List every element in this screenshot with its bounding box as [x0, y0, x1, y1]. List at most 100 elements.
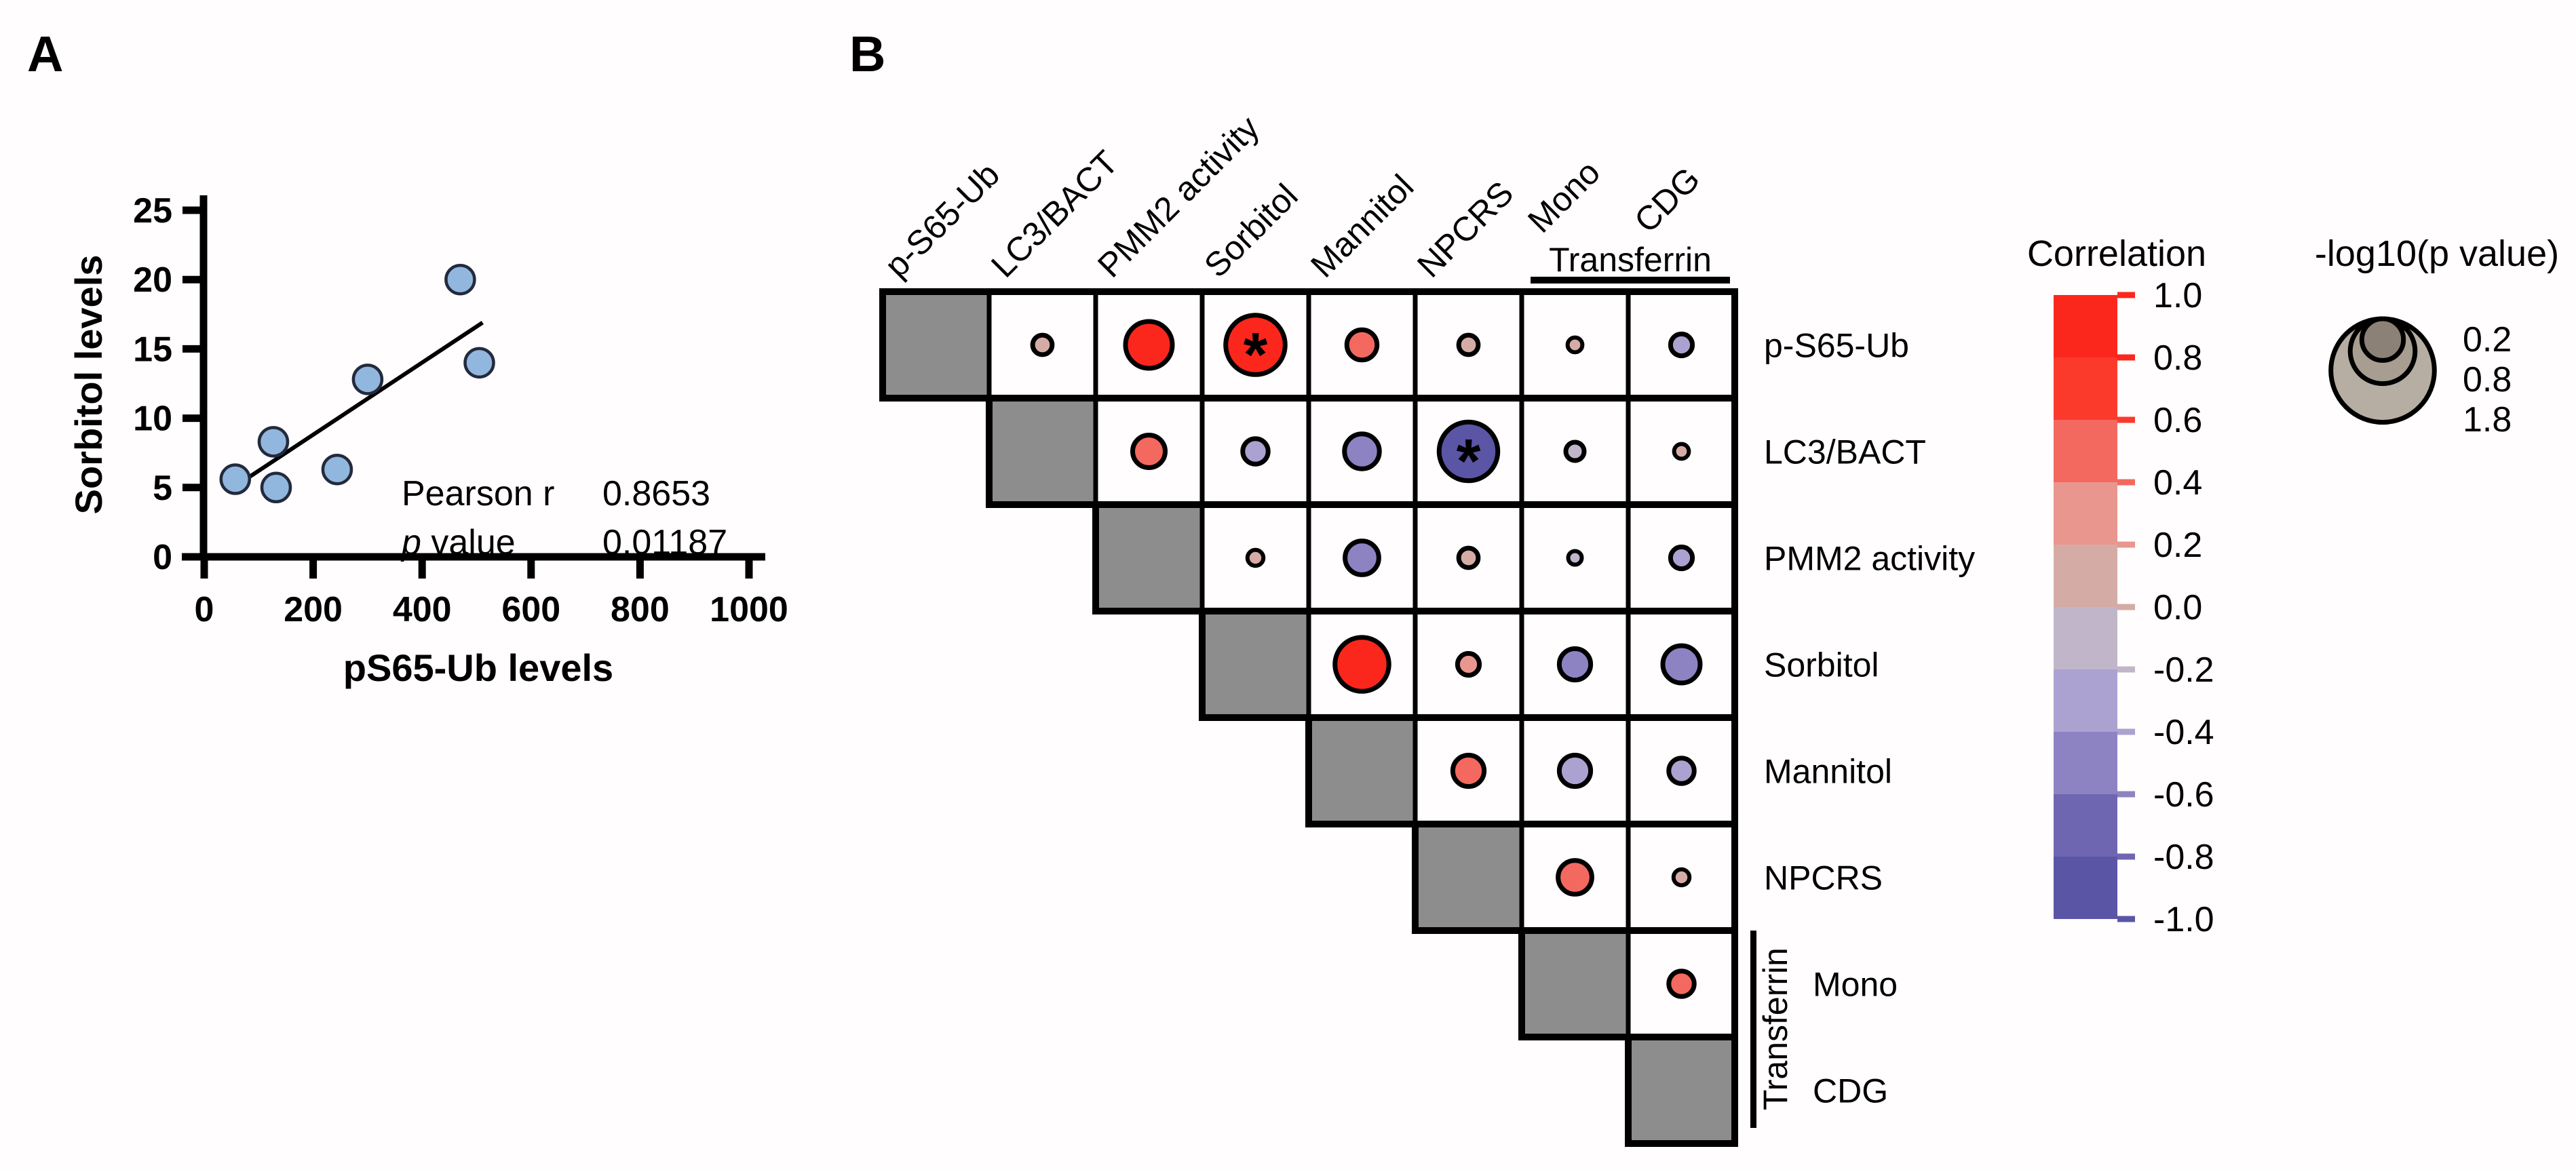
correlation-circle — [1666, 969, 1697, 999]
colorbar-segment — [2054, 295, 2117, 357]
colorbar-tick — [2117, 728, 2135, 735]
x-tick-label: 200 — [284, 590, 343, 629]
column-header-5: Mannitol — [1303, 168, 1421, 285]
y-tick-label: 15 — [133, 330, 172, 369]
matrix-diagonal-cell — [1626, 1034, 1737, 1146]
correlation-circle — [1240, 436, 1271, 467]
row-label-6: NPCRS — [1764, 859, 1883, 897]
colorbar-segment — [2054, 545, 2117, 607]
correlation-circle — [1030, 332, 1055, 357]
correlation-circle — [1455, 650, 1482, 678]
correlation-circle — [1456, 545, 1481, 570]
x-tick-label: 1000 — [710, 590, 788, 629]
colorbar-segment — [2054, 357, 2117, 420]
correlation-circle — [1456, 332, 1481, 357]
matrix-row-outline — [1625, 1034, 1738, 1147]
y-tick-label: 0 — [153, 538, 172, 577]
colorbar-tick-label: 0.2 — [2153, 526, 2202, 565]
colorbar-tick — [2117, 666, 2135, 673]
correlation-circle — [1668, 544, 1695, 572]
p-value-label: p value — [400, 523, 516, 562]
colorbar-tick-label: 0.4 — [2153, 463, 2202, 503]
correlation-circle — [1556, 858, 1594, 897]
p-value-label-italic: p — [400, 523, 421, 562]
regression-line — [226, 321, 484, 494]
correlation-circle — [1660, 643, 1703, 686]
colorbar-segment — [2054, 607, 2117, 669]
correlation-circle — [1123, 319, 1175, 371]
panel-b-label: B — [849, 26, 885, 82]
scatter-point — [444, 263, 476, 296]
correlation-circle — [1563, 440, 1587, 463]
correlation-matrix: ** — [879, 288, 1738, 1147]
scatter-point — [351, 364, 384, 395]
colorbar-segment — [2054, 420, 2117, 482]
transferrin-column-underline — [1531, 277, 1730, 284]
size-legend-title: -log10(p value) — [2315, 233, 2559, 274]
row-label-4: Sorbitol — [1764, 646, 1879, 684]
row-label-5: Mannitol — [1764, 753, 1892, 791]
scatter-point — [463, 347, 495, 379]
row-label-7: Mono — [1813, 966, 1898, 1004]
matrix-diagonal-cell — [1093, 502, 1205, 614]
colorbar-tick-label: -0.6 — [2153, 775, 2214, 815]
pearson-r-label: Pearson r — [402, 474, 554, 513]
correlation-circle — [1666, 756, 1697, 786]
column-header-4: Sorbitol — [1197, 176, 1305, 284]
x-tick-label: 600 — [501, 590, 560, 629]
colorbar-tick-label: -0.8 — [2153, 838, 2214, 877]
correlation-circle — [1343, 539, 1381, 577]
scatter-point — [321, 453, 353, 486]
colorbar-tick — [2117, 791, 2135, 798]
column-header-7: Mono — [1520, 153, 1607, 240]
matrix-diagonal-cell — [1412, 821, 1524, 933]
p-value-label-rest: value — [421, 523, 516, 562]
row-label-8: CDG — [1813, 1072, 1888, 1110]
correlation-circle — [1565, 335, 1585, 355]
correlation-circle — [1566, 549, 1584, 567]
y-axis-title: Sorbitol levels — [67, 255, 110, 515]
matrix-diagonal-cell — [1306, 715, 1418, 827]
correlation-circle — [1668, 331, 1695, 359]
significance-star: * — [1244, 321, 1268, 390]
scatter-point — [219, 463, 252, 495]
panel-a-label: A — [27, 26, 63, 82]
matrix-diagonal-cell — [880, 289, 992, 401]
size-legend-value: 0.2 — [2463, 320, 2512, 359]
matrix-diagonal-cell — [1519, 928, 1631, 1040]
colorbar-tick-label: 1.0 — [2153, 276, 2202, 315]
matrix-diagonal-cell — [1199, 608, 1311, 720]
colorbar-tick — [2117, 541, 2135, 548]
significance-star: * — [1457, 427, 1481, 496]
p-value-value: 0.01187 — [602, 523, 727, 562]
correlation-circle — [1245, 547, 1266, 568]
correlation-circle — [1672, 442, 1691, 461]
colorbar: 1.00.80.60.40.20.0-0.2-0.4-0.6-0.8-1.0 — [2054, 276, 2214, 939]
row-label-3: PMM2 activity — [1764, 540, 1975, 578]
correlation-circle — [1332, 635, 1391, 694]
correlation-circle — [1223, 313, 1288, 377]
correlation-circle — [1436, 419, 1501, 484]
matrix-diagonal-cell — [986, 395, 1098, 507]
transferrin-row-group-label: Transferrin — [1756, 948, 1794, 1110]
correlation-circle — [1556, 752, 1594, 789]
colorbar-tick-label: 0.0 — [2153, 588, 2202, 627]
colorbar-tick-label: -1.0 — [2153, 900, 2214, 939]
colorbar-tick-label: 0.6 — [2153, 401, 2202, 440]
colorbar-tick — [2117, 916, 2135, 922]
colorbar-tick — [2117, 604, 2135, 610]
y-tick-label: 25 — [133, 191, 172, 231]
y-tick-label: 20 — [133, 260, 172, 300]
colorbar-segment — [2054, 857, 2117, 919]
colorbar-tick-label: 0.8 — [2153, 338, 2202, 378]
column-header-8: CDG — [1627, 160, 1707, 240]
column-header-1: p-S65-Ub — [877, 155, 1007, 285]
colorbar-segment — [2054, 732, 2117, 794]
correlation-circle — [1556, 646, 1594, 683]
colorbar-tick — [2117, 853, 2135, 860]
colorbar-tick — [2117, 416, 2135, 423]
correlation-circle — [1344, 327, 1380, 363]
colorbar-tick — [2117, 354, 2135, 361]
